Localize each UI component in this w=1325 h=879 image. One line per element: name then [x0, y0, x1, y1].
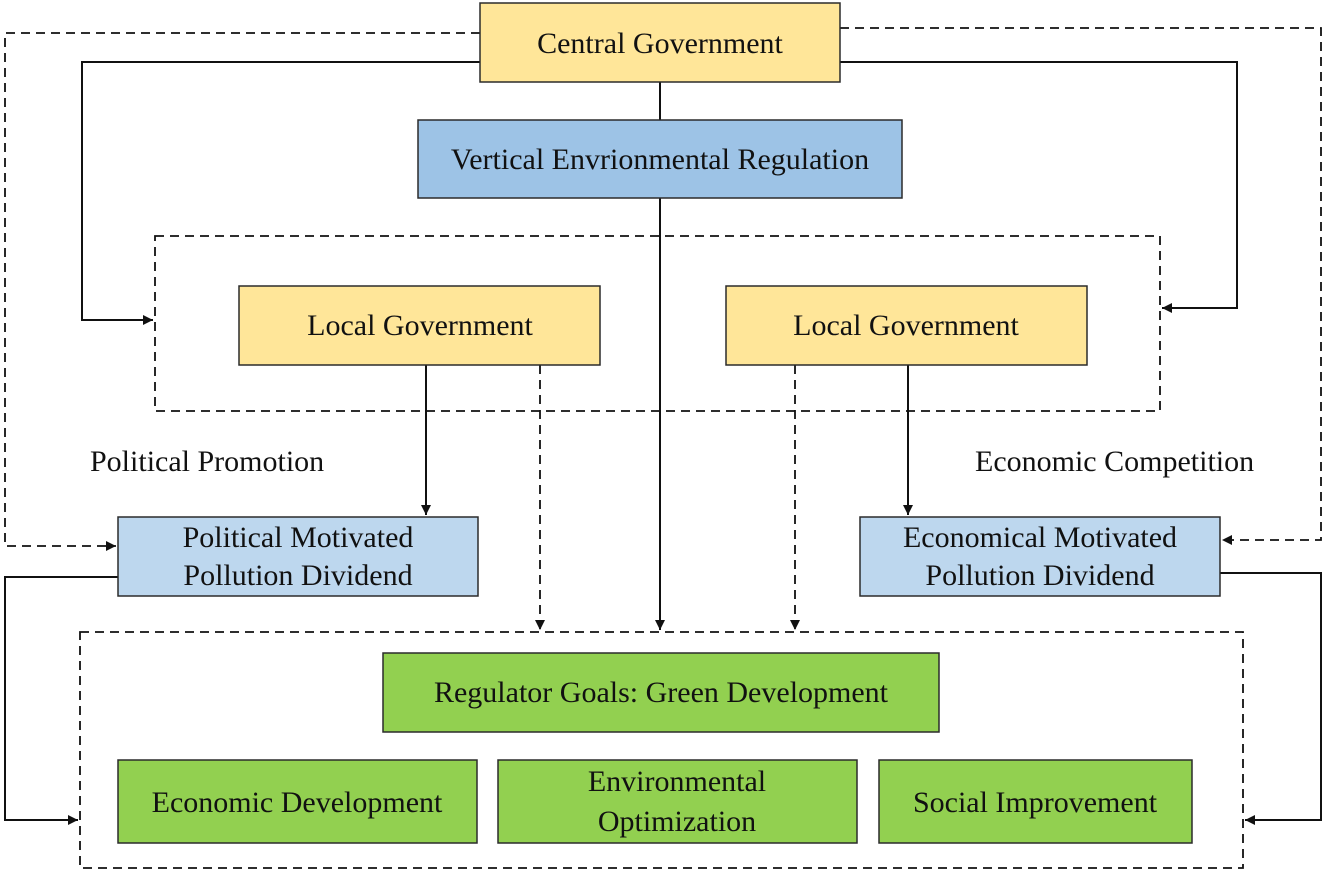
regulator-goals-node: Regulator Goals: Green Development [382, 652, 940, 733]
dashed-arrow-central-to-political [4, 32, 480, 551]
arrow-economical-to-goals [1220, 572, 1322, 825]
political-dividend-node: Political Motivated Pollution Dividend [117, 516, 479, 597]
local-government-left-label: Local Government [307, 309, 533, 342]
economic-development-label: Economic Development [152, 786, 443, 819]
political-dividend-label-line2: Pollution Dividend [183, 559, 412, 592]
arrow-central-to-left-group [81, 61, 480, 325]
environmental-optimization-label-line2: Optimization [598, 805, 756, 838]
regulator-goals-label: Regulator Goals: Green Development [434, 676, 889, 709]
local-government-group [154, 235, 1161, 412]
economical-dividend-node: Economical Motivated Pollution Dividend [859, 516, 1221, 597]
local-government-right-node: Local Government [725, 285, 1088, 366]
goals-group [79, 631, 1244, 869]
arrow-central-to-right-group [840, 61, 1238, 313]
political-promotion-label: Political Promotion [90, 445, 324, 478]
vertical-regulation-node: Vertical Envrionmental Regulation [417, 119, 903, 199]
central-government-node: Central Government [479, 2, 841, 83]
environmental-optimization-node: Environmental Optimization [497, 759, 858, 844]
environmental-optimization-label-line1: Environmental [588, 765, 766, 798]
economic-competition-label: Economic Competition [975, 445, 1254, 478]
central-government-label: Central Government [537, 27, 783, 60]
social-improvement-node: Social Improvement [878, 759, 1193, 844]
dashed-arrow-central-to-economical [840, 27, 1322, 545]
social-improvement-label: Social Improvement [913, 786, 1158, 819]
local-government-right-label: Local Government [793, 309, 1019, 342]
local-government-left-node: Local Government [238, 285, 601, 366]
vertical-regulation-label: Vertical Envrionmental Regulation [451, 143, 869, 176]
economic-development-node: Economic Development [117, 759, 478, 844]
arrow-political-to-goals [4, 576, 118, 825]
economical-dividend-label-line1: Economical Motivated [903, 521, 1177, 554]
economical-dividend-label-line2: Pollution Dividend [925, 559, 1154, 592]
political-dividend-label-line1: Political Motivated [183, 521, 414, 554]
